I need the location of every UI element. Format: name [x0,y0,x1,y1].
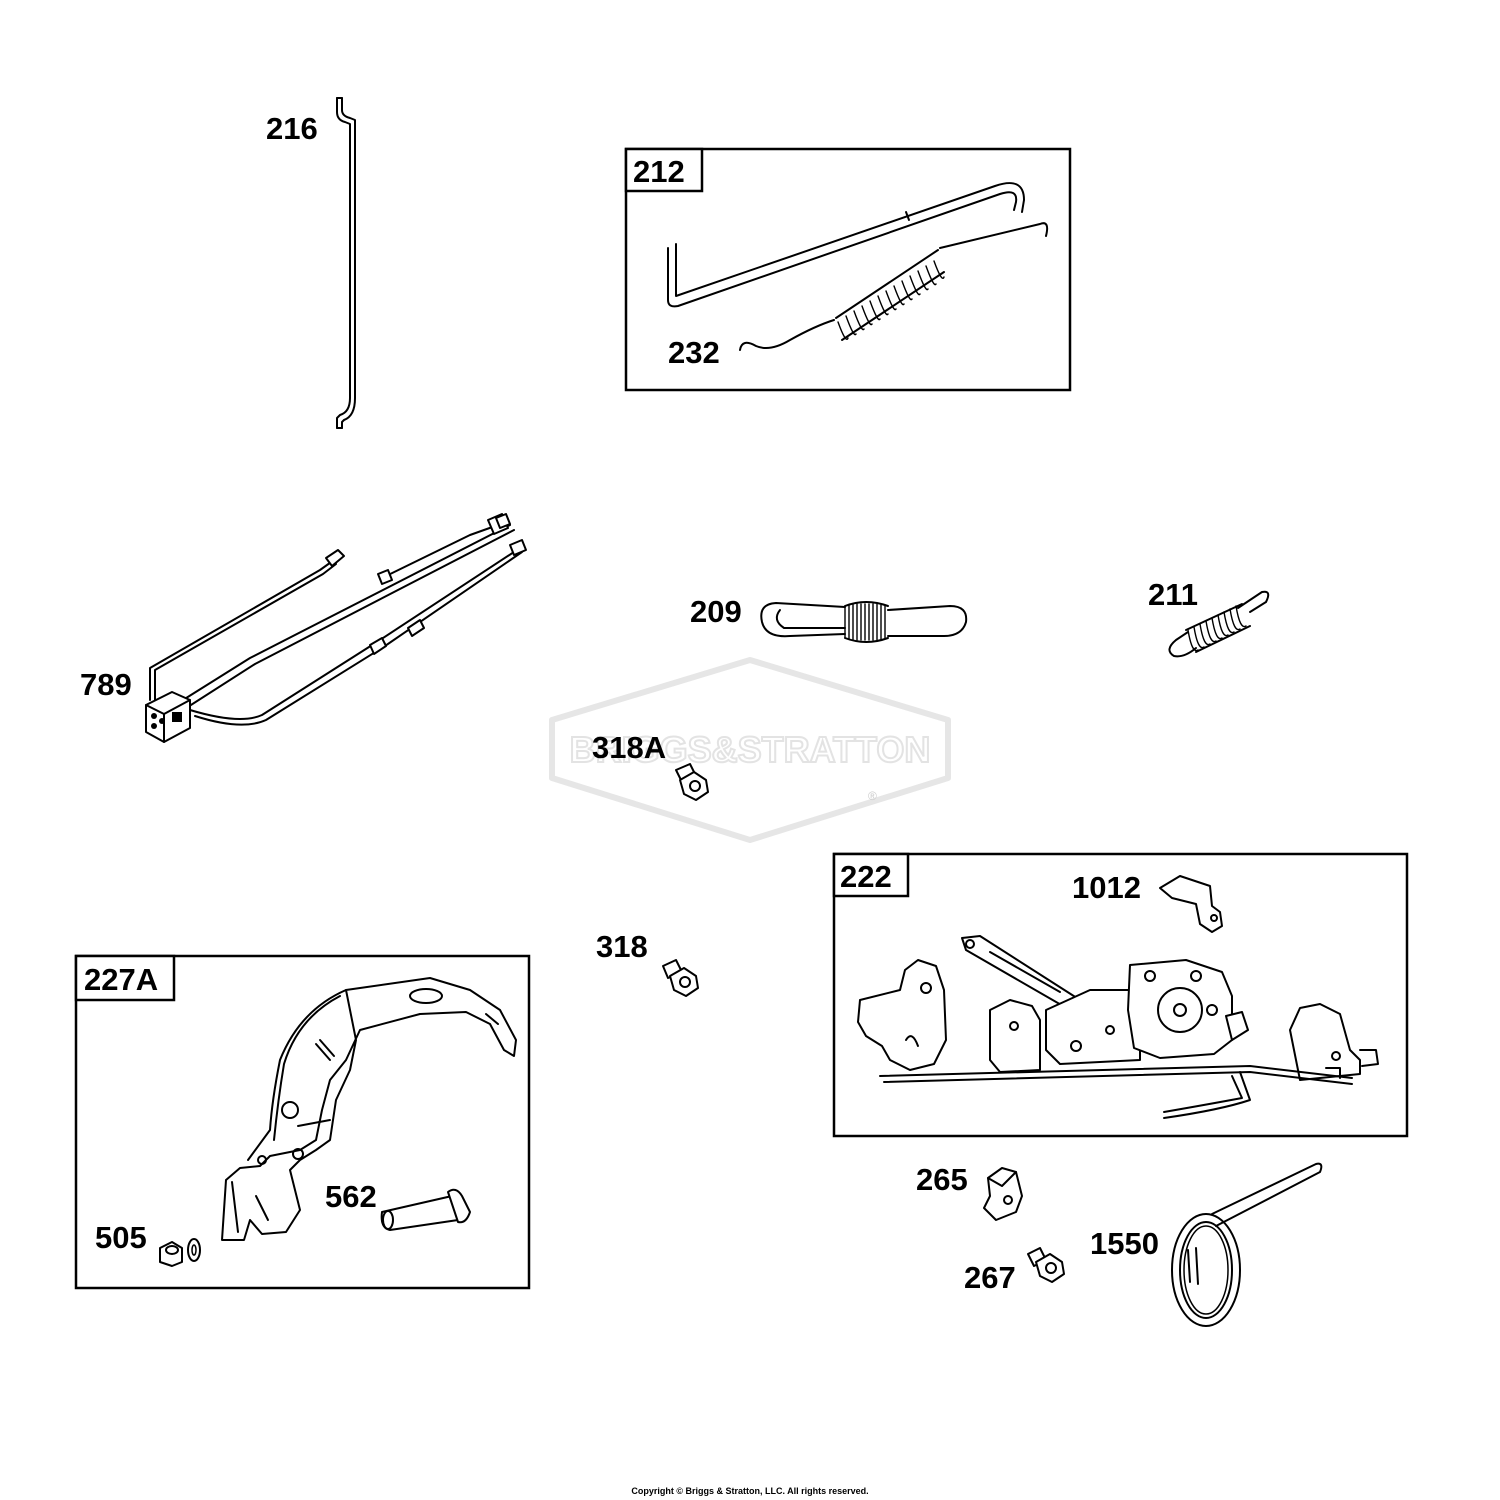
part-789-wire-harness[interactable] [145,513,527,743]
part-label-267: 267 [964,1260,1016,1295]
part-label-216: 216 [266,111,318,146]
part-label-505: 505 [95,1220,147,1255]
part-label-318: 318 [596,929,648,964]
part-211-spring[interactable] [1168,590,1270,658]
part-318A-screw[interactable] [675,763,709,801]
part-label-1012: 1012 [1072,870,1141,905]
part-318-screw[interactable] [662,959,699,997]
watermark-registered-mark: ® [868,789,877,803]
part-1550-ring-spring[interactable] [1171,1162,1323,1327]
watermark-diamond-logo [549,657,951,843]
part-label-232: 232 [668,335,720,370]
part-label-789: 789 [80,667,132,702]
box-label-227A: 227A [84,962,158,997]
briggs-stratton-watermark: BRIGGS&STRATTON ® [549,657,951,843]
box-227A[interactable]: 227A [74,954,531,1290]
part-267-screw[interactable] [1027,1247,1065,1283]
spring-232-coils [835,249,945,341]
part-label-265: 265 [916,1162,968,1197]
box-222[interactable]: 222 [832,852,1409,1138]
copyright-notice: Copyright © Briggs & Stratton, LLC. All … [631,1486,868,1496]
part-label-211: 211 [1148,577,1198,612]
box-label-222: 222 [840,859,892,894]
box-212[interactable]: 212 [624,147,1072,392]
box-label-212: 212 [633,154,685,189]
part-216-rod[interactable] [336,97,356,429]
part-label-562: 562 [325,1179,377,1214]
part-265-clip[interactable] [983,1167,1023,1221]
part-label-209: 209 [690,594,742,629]
watermark-brand-text: BRIGGS&STRATTON [570,729,931,770]
part-209-spring[interactable] [760,601,968,643]
part-label-1550: 1550 [1090,1226,1159,1261]
part-label-318A: 318A [592,730,666,765]
